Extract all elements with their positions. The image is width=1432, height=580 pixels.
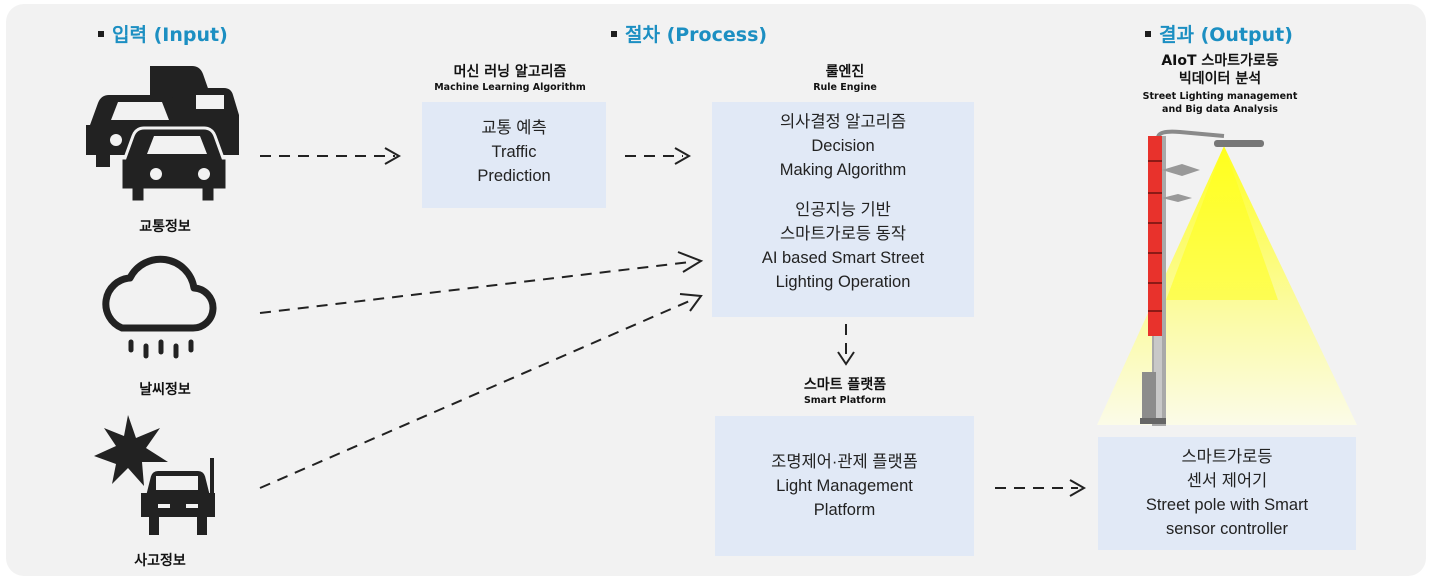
traffic-prediction-box: 교통 예측 Traffic Prediction bbox=[422, 102, 606, 208]
input-label-weather: 날씨정보 bbox=[139, 382, 191, 398]
accident-truck-icon bbox=[94, 415, 217, 537]
bullet-square bbox=[98, 30, 104, 37]
aiot-title: AIoT 스마트가로등 빅데이터 분석 Street Lighting mana… bbox=[1142, 53, 1298, 115]
arrow-heads bbox=[384, 147, 1087, 497]
heading-process: 절차 (Process) bbox=[611, 20, 767, 47]
decision-box: 의사결정 알고리즘 Decision Making Algorithm 인공지능… bbox=[712, 102, 974, 317]
output-box: 스마트가로등 센서 제어기 Street pole with Smart sen… bbox=[1098, 437, 1356, 550]
ml-title: 머신 러닝 알고리즘 Machine Learning Algorithm bbox=[434, 64, 586, 93]
street-light-icon bbox=[1097, 129, 1357, 426]
cars-icon bbox=[86, 66, 239, 204]
bullet-square bbox=[1145, 30, 1151, 37]
heading-output: 결과 (Output) bbox=[1145, 20, 1293, 47]
rule-engine-title: 룰엔진 Rule Engine bbox=[813, 64, 877, 93]
platform-title: 스마트 플랫폼 Smart Platform bbox=[803, 377, 887, 406]
bullet-square bbox=[611, 30, 617, 37]
platform-box: 조명제어·관제 플랫폼 Light Management Platform bbox=[715, 416, 974, 556]
heading-input: 입력 (Input) bbox=[98, 20, 228, 47]
input-label-accident: 사고정보 bbox=[134, 553, 186, 569]
rain-cloud-icon bbox=[102, 255, 217, 359]
input-label-traffic: 교통정보 bbox=[139, 219, 191, 235]
dashed-arrows bbox=[259, 155, 1078, 489]
